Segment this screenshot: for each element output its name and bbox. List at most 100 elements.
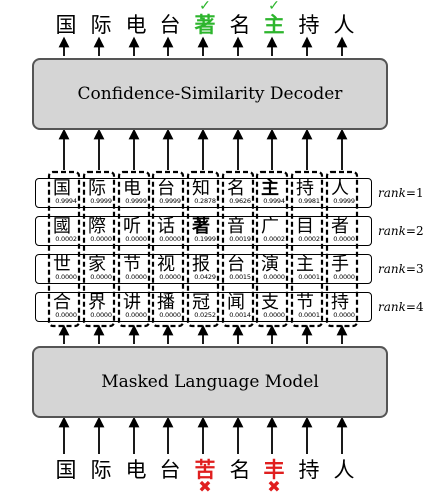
check-icon: ✓ (199, 0, 211, 14)
candidate-char: 名 (227, 178, 245, 199)
candidate-char: 際 (88, 216, 106, 237)
column-dashed-box (255, 170, 289, 328)
column-dashed-box (186, 170, 220, 328)
rank-label-value: =4 (405, 300, 424, 314)
candidate-char: 音 (227, 216, 245, 237)
candidate-char: 广 (261, 216, 279, 237)
candidate-prob: 0.0000 (263, 273, 285, 281)
input-token: 丰 (263, 457, 285, 482)
candidate-char: 闻 (227, 292, 245, 313)
candidate-char: 播 (157, 292, 175, 313)
rank-label-prefix: rank (378, 224, 406, 238)
candidate-prob: 0.9981 (298, 197, 320, 205)
rank-label-value: =2 (405, 224, 424, 238)
candidate-prob: 0.9626 (229, 197, 251, 205)
candidate-prob: 0.0000 (125, 273, 147, 281)
rank-label-prefix: rank (378, 186, 406, 200)
candidate-char: 者 (331, 216, 349, 237)
mlm-label: Masked Language Model (101, 372, 319, 392)
input-token: 人 (333, 458, 355, 482)
check-icon: ✓ (268, 0, 280, 14)
input-token: 苦 (194, 457, 216, 482)
output-token: 著 (194, 12, 216, 37)
rank-label-value: =1 (405, 186, 424, 200)
input-token: 电 (125, 458, 147, 482)
candidate-char: 台 (227, 254, 245, 275)
candidate-char: 國 (53, 216, 71, 237)
candidate-char: 持 (296, 178, 314, 199)
column-dashed-box (82, 170, 116, 328)
candidate-prob: 0.0000 (333, 235, 355, 243)
candidate-prob: 0.0002 (263, 235, 285, 243)
input-token: 名 (229, 458, 251, 482)
candidate-char: 话 (157, 216, 175, 237)
candidate-prob: 0.0015 (229, 273, 251, 281)
candidate-prob: 0.0000 (159, 311, 181, 319)
rank-label-prefix: rank (378, 262, 406, 276)
candidate-prob: 0.0001 (298, 311, 320, 319)
rank-label: rank=1 (378, 186, 438, 200)
candidate-prob: 0.9999 (125, 197, 147, 205)
rank-label-value: =3 (405, 262, 424, 276)
cross-icon: ✖ (198, 477, 212, 496)
candidate-char: 主 (296, 254, 314, 275)
candidate-char: 支 (261, 292, 279, 313)
candidate-char: 节 (296, 292, 314, 313)
candidate-char: 视 (157, 254, 175, 275)
candidate-prob: 0.0000 (90, 235, 112, 243)
output-token: 电 (125, 13, 147, 37)
candidate-char: 节 (123, 254, 141, 275)
candidate-char: 主 (261, 178, 279, 199)
candidate-char: 冠 (192, 292, 210, 313)
rank-row (35, 178, 372, 208)
candidate-prob: 0.9994 (263, 197, 285, 205)
candidate-prob: 0.0000 (90, 311, 112, 319)
input-token: 台 (159, 458, 181, 482)
rank-row (35, 292, 372, 322)
candidate-prob: 0.2878 (194, 197, 216, 205)
input-token: 持 (298, 458, 320, 482)
candidate-char: 国 (53, 178, 71, 199)
candidate-char: 人 (331, 178, 349, 199)
candidate-prob: 0.0000 (333, 311, 355, 319)
candidate-prob: 0.0000 (263, 311, 285, 319)
candidate-prob: 0.0000 (55, 311, 77, 319)
candidate-prob: 0.0000 (125, 311, 147, 319)
rank-label-prefix: rank (378, 300, 406, 314)
candidate-prob: 0.9999 (90, 197, 112, 205)
decoder-label: Confidence-Similarity Decoder (77, 84, 343, 104)
column-dashed-box (221, 170, 255, 328)
candidate-prob: 0.0000 (90, 273, 112, 281)
rank-label: rank=2 (378, 224, 438, 238)
rank-label: rank=3 (378, 262, 438, 276)
candidate-prob: 0.0000 (55, 273, 77, 281)
candidate-char: 知 (192, 178, 210, 199)
candidate-char: 电 (123, 178, 141, 199)
candidate-prob: 0.0000 (159, 235, 181, 243)
